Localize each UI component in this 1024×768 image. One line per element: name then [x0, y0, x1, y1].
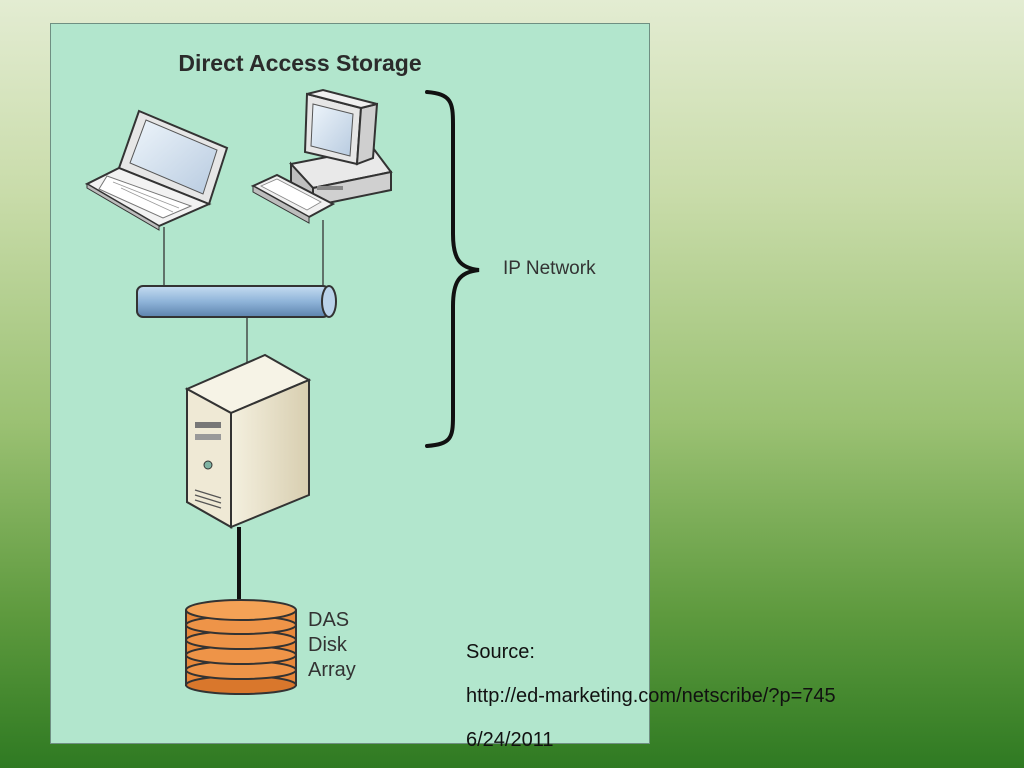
- laptop-icon: [84, 109, 229, 231]
- curly-brace: [425, 90, 480, 448]
- source-url[interactable]: http://ed-marketing.com/netscribe/?p=745: [466, 685, 836, 707]
- source-citation: Source: http://ed-marketing.com/netscrib…: [466, 630, 836, 762]
- ip-network-label: IP Network: [503, 258, 596, 279]
- network-pipe: [136, 285, 337, 318]
- diagram-title: Direct Access Storage: [178, 50, 422, 76]
- source-date: 6/24/2011: [466, 729, 554, 751]
- das-label-line: Disk: [308, 634, 347, 656]
- diagram-panel: Direct Access Storage IP Network DAS Dis…: [50, 23, 650, 744]
- das-disk-array-label: DAS Disk Array: [308, 608, 356, 683]
- desktop-computer-icon: [250, 88, 393, 224]
- das-label-line: Array: [308, 659, 356, 681]
- diagram-graphic: [84, 88, 480, 695]
- source-heading: Source:: [466, 641, 535, 663]
- server-icon: [184, 353, 312, 529]
- das-label-line: DAS: [308, 609, 350, 631]
- disk-array-icon: [185, 599, 297, 695]
